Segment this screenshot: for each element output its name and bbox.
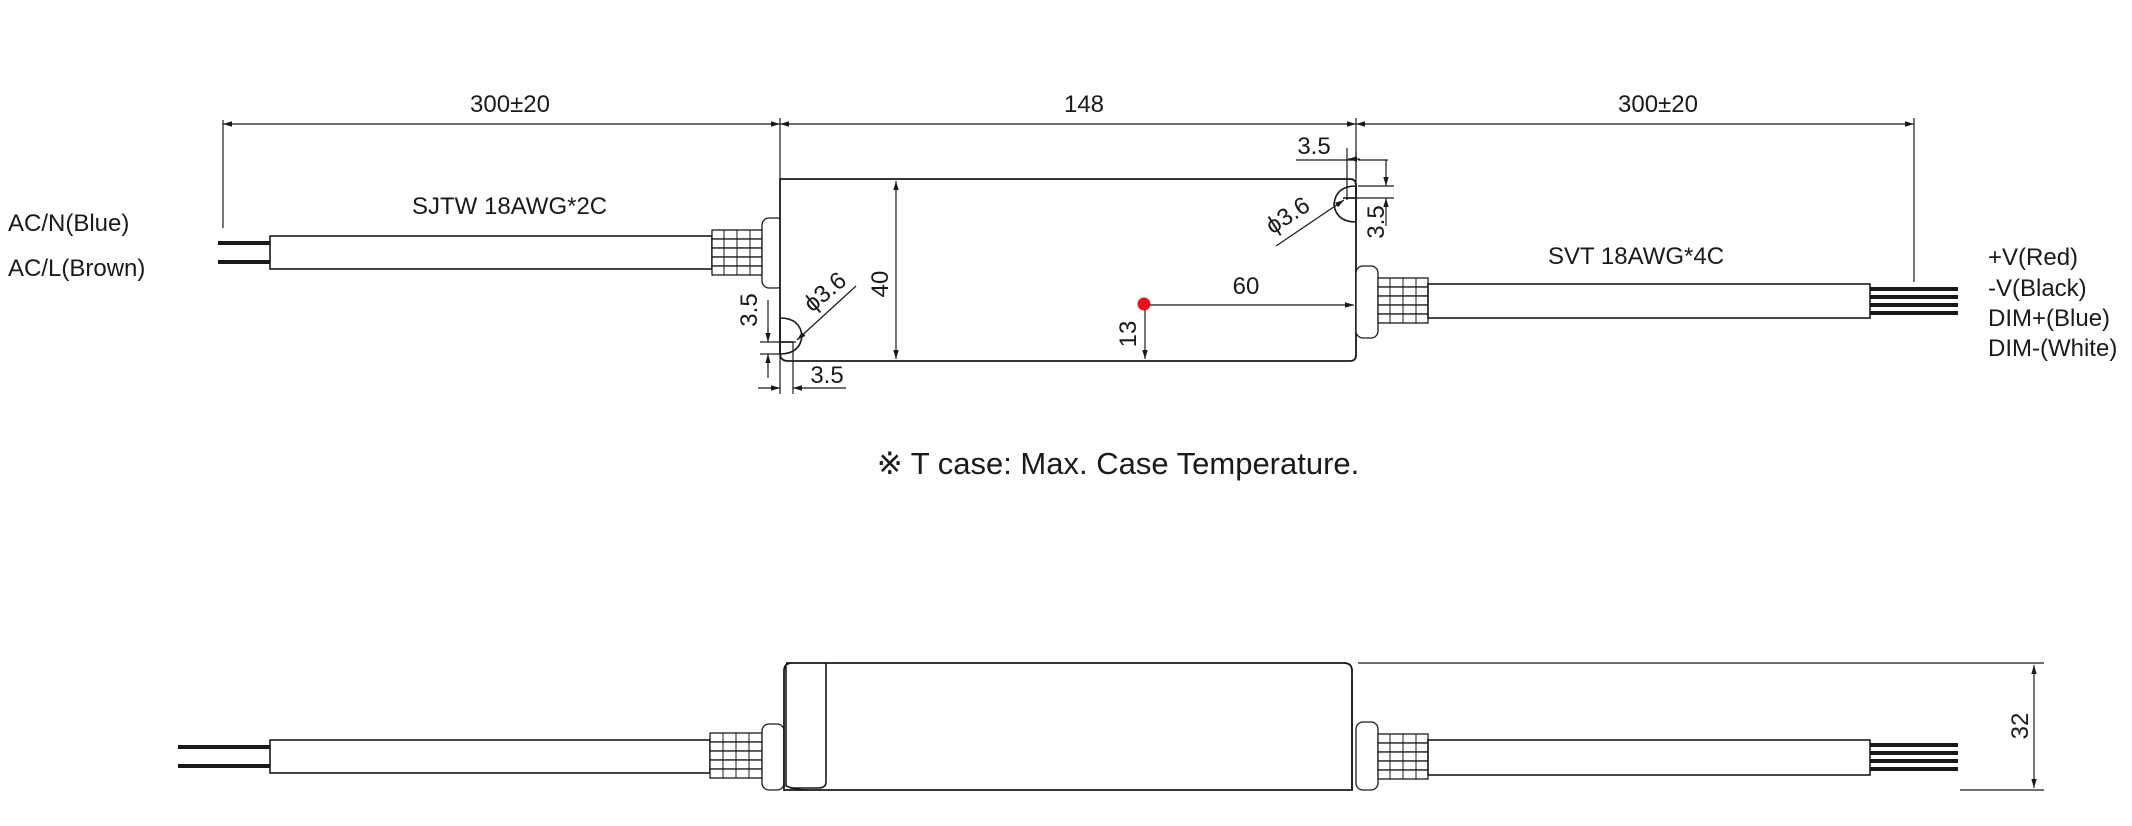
input-cable-gland (711, 217, 785, 289)
wire-label-plus-v: +V(Red) (1988, 244, 2078, 271)
dim-hole-offset-top-y: 3.5 (1363, 205, 1390, 238)
width-dimension: 40 (867, 181, 899, 359)
wire-label-ac-l: AC/L(Brown) (8, 255, 145, 282)
dim-hole-offset-bottom-x: 3.5 (810, 362, 843, 389)
output-cable: SVT 18AWG*4C (1427, 243, 1958, 319)
dim-left-cable-length: 300±20 (470, 91, 550, 118)
dim-tcase-y: 13 (1115, 321, 1142, 348)
input-cable-spec: SJTW 18AWG*2C (412, 193, 607, 220)
side-input-gland (709, 723, 785, 791)
dim-hole-offset-top-x: 3.5 (1297, 133, 1330, 160)
housing-side-view (783, 662, 1353, 791)
wire-label-dim-plus: DIM+(Blue) (1988, 305, 2110, 332)
dim-body-height: 32 (2007, 713, 2034, 740)
wire-label-minus-v: -V(Black) (1988, 275, 2087, 302)
input-wire-labels: AC/N(Blue) AC/L(Brown) (8, 210, 145, 282)
dim-body-width: 40 (867, 271, 894, 298)
dim-body-length: 148 (1064, 91, 1104, 118)
wire-label-dim-minus: DIM-(White) (1988, 335, 2117, 362)
output-wire-labels: +V(Red) -V(Black) DIM+(Blue) DIM-(White) (1988, 244, 2117, 362)
dim-tcase-x: 60 (1233, 273, 1260, 300)
height-dimension: 32 (1358, 662, 2044, 791)
dim-hole-offset-bottom-y: 3.5 (736, 293, 763, 326)
dim-right-cable-length: 300±20 (1618, 91, 1698, 118)
side-view: 32 (178, 662, 2044, 791)
output-cable-spec: SVT 18AWG*4C (1548, 243, 1724, 270)
housing-top-view (779, 178, 1357, 362)
length-dimensions: 300±20 148 300±20 (222, 91, 1915, 282)
top-view: 300±20 148 300±20 SJTW 18AWG*2C (8, 91, 2117, 394)
wire-label-ac-n: AC/N(Blue) (8, 210, 129, 237)
side-output-gland (1355, 721, 1429, 791)
tcase-marker (1137, 297, 1151, 311)
output-cable-gland (1355, 265, 1429, 339)
tcase-point: 60 13 (1115, 273, 1354, 359)
input-cable: SJTW 18AWG*2C (218, 193, 713, 270)
tcase-note: ※ T case: Max. Case Temperature. (877, 446, 1360, 481)
